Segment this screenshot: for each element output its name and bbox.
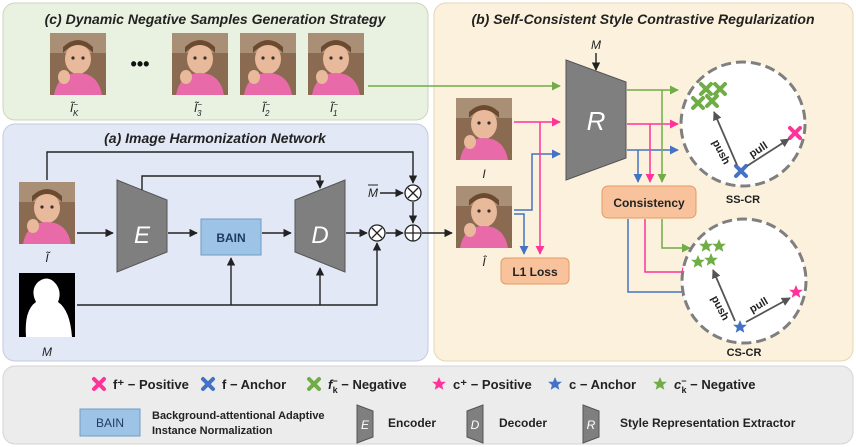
add-op (404, 224, 422, 242)
multiply-op-bottom (368, 224, 386, 242)
legend-d-letter: D (471, 418, 480, 432)
output-label: Î (482, 254, 487, 269)
ellipsis: ••• (131, 54, 150, 74)
legend-f-positive: f⁺ − Positive (113, 377, 189, 392)
bain-label: BAIN (216, 231, 245, 245)
decoder-block (294, 179, 346, 273)
sample-label-1: Ĩ−1 (330, 100, 338, 118)
negative-sample-k-image (50, 33, 106, 95)
multiply-op-top (404, 184, 422, 202)
panel-b-title: (b) Self-Consistent Style Contrastive Re… (471, 11, 814, 27)
sample-label-3: Ĩ−3 (194, 100, 202, 118)
m-label: M (591, 38, 601, 52)
consistency-label: Consistency (613, 196, 685, 210)
legend-panel (2, 365, 854, 445)
input-label: Ĩ (45, 251, 51, 265)
real-image (456, 98, 512, 160)
legend-c-positive: c⁺ − Positive (453, 377, 532, 392)
bain-block (200, 218, 262, 256)
negative-sample-1-image (308, 33, 364, 95)
legend-bain-desc1: Background-attentional Adaptive (152, 410, 325, 422)
legend-extractor-icon (582, 404, 600, 444)
extractor-label: R (587, 106, 606, 136)
sample-label-k: Ĩ−K (70, 100, 79, 118)
cscr-space (680, 217, 808, 345)
legend-extractor-text: Style Representation Extractor (620, 416, 796, 430)
negative-sample-2-image (240, 33, 296, 95)
legend-decoder-text: Decoder (499, 416, 547, 430)
legend-encoder-icon (356, 404, 374, 444)
encoder-block (116, 179, 168, 273)
mask-image (19, 273, 75, 337)
legend-bain-desc2: Instance Normalization (152, 425, 273, 437)
legend-decoder-icon (466, 404, 484, 444)
extractor-block (565, 59, 627, 181)
legend-e-letter: E (361, 418, 370, 432)
legend-bain-label: BAIN (96, 416, 124, 430)
encoder-label: E (134, 222, 151, 249)
legend-bain-box (79, 408, 141, 437)
legend-f-anchor: f − Anchor (222, 377, 286, 392)
composite-input-image (19, 182, 75, 244)
l1-loss-box (500, 257, 570, 285)
cscr-label: CS-CR (727, 347, 762, 359)
legend-c-negative: c−k − Negative (674, 376, 756, 395)
legend-r-letter: R (587, 418, 596, 432)
output-image (456, 186, 512, 248)
negative-sample-3-image (172, 33, 228, 95)
legend-f-negative: f−k − Negative (328, 376, 407, 395)
panel-c-title: (c) Dynamic Negative Samples Generation … (45, 11, 387, 27)
real-label: I (482, 167, 486, 181)
sample-label-2: Ĩ−2 (262, 100, 270, 118)
panel-a-title: (a) Image Harmonization Network (104, 130, 327, 146)
sscr-label: SS-CR (726, 194, 760, 206)
legend-encoder-text: Encoder (388, 416, 436, 430)
decoder-label: D (311, 222, 328, 249)
mbar-label: M (368, 186, 378, 200)
consistency-box (601, 185, 697, 219)
mask-label: M (42, 345, 52, 359)
l1-loss-label: L1 Loss (512, 265, 558, 279)
legend-c-anchor: c − Anchor (569, 377, 636, 392)
